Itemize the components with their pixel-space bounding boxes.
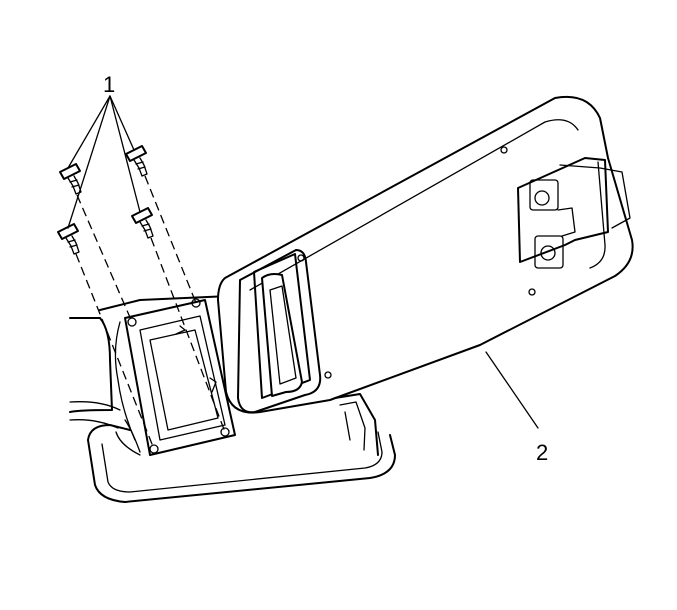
- screw-bottom-right: [131, 207, 154, 239]
- screw-top-right: [125, 145, 148, 177]
- callout-2-label: 2: [536, 440, 548, 465]
- screw-top-left: [59, 163, 82, 195]
- hinge-plate: [114, 298, 236, 456]
- armrest-lid: [217, 96, 634, 456]
- screw-bottom-left: [57, 223, 80, 255]
- callout-leaders: [67, 95, 539, 429]
- callout-1-label: 1: [103, 72, 115, 97]
- installation-lines: [75, 175, 226, 450]
